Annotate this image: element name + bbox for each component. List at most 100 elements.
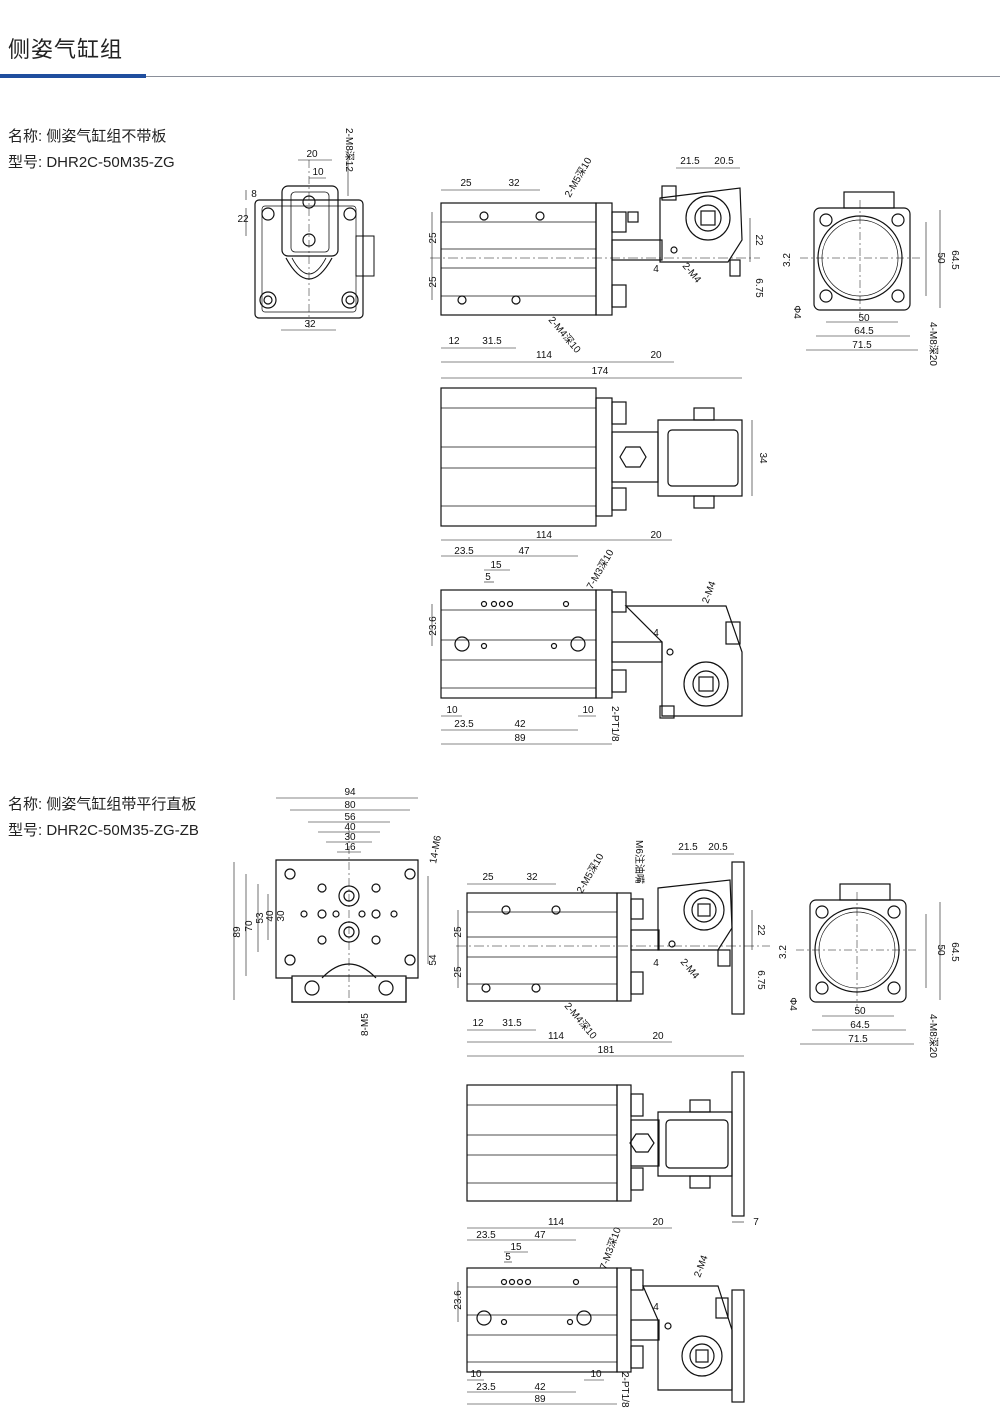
- dim-label: 25: [453, 966, 464, 978]
- dim-label: 20.5: [714, 156, 734, 167]
- hole-note: 7-M3深10: [598, 1225, 624, 1271]
- dim-label: 114: [536, 530, 552, 541]
- d2-end-view-labels: 64.5 50 3.2 Φ4 50 64.5 71.5 4-M8深20: [778, 942, 960, 1058]
- hole-note: 4-M8深20: [927, 1014, 939, 1058]
- dim-label: 20.5: [708, 842, 728, 853]
- dim-label: 7: [753, 1217, 759, 1228]
- dim-label: 22: [237, 214, 249, 225]
- dim-label: 89: [232, 926, 243, 938]
- title-divider: [0, 76, 1000, 77]
- hole-note: 2-M5深10: [562, 155, 595, 199]
- dim-label: 64.5: [850, 1020, 870, 1031]
- dim-label: 64.5: [854, 326, 874, 337]
- dim-label: 50: [858, 313, 870, 324]
- d2-plate-view-labels: 94 80 56 40 30 16 89 70 53 30 40 54 14-M…: [232, 787, 444, 1036]
- dim-label: 80: [344, 800, 356, 811]
- dim-label: 10: [470, 1369, 482, 1380]
- dim-label: 71.5: [852, 340, 872, 351]
- d1-top-view-labels: 34: [757, 452, 768, 464]
- dim-label: 25: [428, 232, 439, 244]
- dim-label: 42: [534, 1382, 546, 1393]
- dim-label: 71.5: [848, 1034, 868, 1045]
- dim-label: 20: [652, 1031, 664, 1042]
- hole-note: M6注油嘴: [633, 840, 646, 884]
- d1-bottom-view-labels: 114 20 23.5 47 15 5 23.6 4 10 10 23.5 42…: [428, 530, 719, 744]
- d2-bottom-view-labels: 114 20 23.5 47 15 5 23.6 4 10 10 23.5 42…: [453, 1217, 711, 1408]
- dim-label: 21.5: [678, 842, 698, 853]
- dim-label: 50: [935, 944, 946, 956]
- hole-note: 7-M3深10: [584, 547, 617, 591]
- dim-label: 47: [518, 546, 530, 557]
- dim-label: 15: [490, 560, 502, 571]
- dim-label: 23.6: [428, 616, 439, 636]
- dim-label: 42: [514, 719, 526, 730]
- dim-label: 23.6: [453, 1290, 464, 1310]
- hole-note: 8-M5: [360, 1013, 371, 1036]
- product-name: 侧姿气缸组不带板: [46, 128, 167, 145]
- hole-note: 2-M4: [700, 579, 718, 605]
- dim-label: 50: [935, 252, 946, 264]
- dim-label: 6.75: [755, 970, 766, 990]
- dim-label: 32: [526, 872, 538, 883]
- dim-label: 8: [251, 189, 257, 200]
- d1-bottom-view: [431, 539, 743, 745]
- product-name: 侧姿气缸组带平行直板: [46, 796, 197, 813]
- dim-label: 114: [548, 1031, 564, 1042]
- dim-label: 40: [265, 910, 276, 922]
- dim-label: 64.5: [949, 250, 960, 270]
- dim-label: 20: [650, 350, 662, 361]
- dim-label: 23.5: [454, 546, 474, 557]
- name-label: 名称:: [8, 128, 43, 145]
- dim-label: 34: [757, 452, 768, 464]
- dim-label: 6.75: [753, 278, 764, 298]
- dim-label: 23.5: [454, 719, 474, 730]
- d1-top-view: [440, 387, 753, 527]
- dim-label: 56: [344, 812, 356, 823]
- dim-label: 15: [510, 1242, 522, 1253]
- dim-label: 21.5: [680, 156, 700, 167]
- dim-label: 31.5: [482, 336, 502, 347]
- dim-label: 25: [460, 178, 472, 189]
- dim-label: 4: [653, 958, 659, 969]
- hole-note: 4-M8深20: [927, 322, 939, 366]
- dim-label: 23.5: [476, 1382, 496, 1393]
- dim-label: 54: [428, 954, 439, 966]
- dim-label: 25: [428, 276, 439, 288]
- dim-label: 22: [755, 924, 766, 936]
- dim-label: 89: [534, 1394, 546, 1405]
- dim-label: 50: [854, 1006, 866, 1017]
- d2-plate-view: [233, 797, 429, 1004]
- dim-label: 181: [598, 1045, 615, 1056]
- hole-note: 2-M4深10: [562, 1000, 600, 1042]
- dim-label: 4: [653, 628, 659, 639]
- dim-label: 20: [652, 1217, 664, 1228]
- dim-label: 25: [482, 872, 494, 883]
- dim-label: 10: [446, 705, 458, 716]
- hole-note: 2-M4: [678, 957, 701, 982]
- d1-left-view-labels: 20 10 8 22 32 2-M8深12: [237, 128, 355, 330]
- dim-label: 22: [753, 234, 764, 246]
- dim-label: 174: [592, 366, 609, 377]
- dim-label: 47: [534, 1230, 546, 1241]
- hole-note: 2-PT1/8: [619, 1372, 630, 1408]
- dim-label: 64.5: [949, 942, 960, 962]
- dim-label: 20: [650, 530, 662, 541]
- d1-end-view: [800, 191, 941, 351]
- d2-bottom-view: [457, 1227, 745, 1405]
- dim-label: 114: [548, 1217, 564, 1228]
- page-title: 侧姿气缸组: [8, 37, 124, 62]
- model-label: 型号:: [8, 154, 43, 171]
- dim-label: 4: [653, 264, 659, 275]
- dim-label: 10: [590, 1369, 602, 1380]
- dim-label: 70: [244, 920, 255, 932]
- dim-label: 12: [472, 1018, 484, 1029]
- dim-label: 89: [514, 733, 526, 744]
- title-accent-bar: [0, 74, 146, 78]
- dim-label: Φ4: [787, 997, 798, 1011]
- product-model: DHR2C-50M35-ZG-ZB: [46, 822, 199, 839]
- dim-label: 53: [255, 912, 266, 924]
- d1-side-view: [430, 167, 760, 379]
- product-model: DHR2C-50M35-ZG: [46, 154, 175, 171]
- dim-label: 94: [344, 787, 356, 798]
